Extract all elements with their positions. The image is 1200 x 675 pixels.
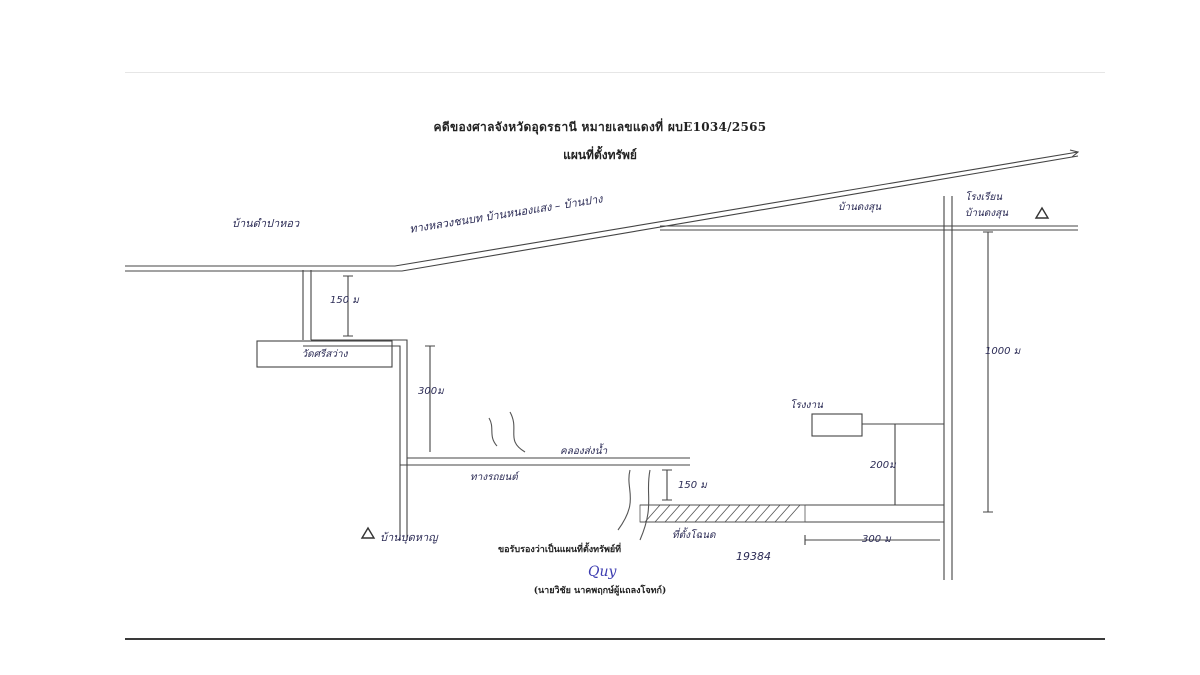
page-subtitle: แผนที่ตั้งทรัพย์ — [563, 148, 637, 162]
road-arrow — [1069, 149, 1080, 158]
certification-text: ขอรับรองว่าเป็นแผนที่ตั้งทรัพย์ที่ — [498, 545, 622, 555]
main-road-line — [125, 151, 1079, 267]
label-dist-150-mid: 150 ม — [678, 480, 707, 491]
label-dist-1000: 1000 ม — [985, 346, 1021, 357]
temple-road-2 — [303, 339, 408, 540]
canal-left — [488, 417, 498, 447]
label-factory: โรงงาน — [790, 400, 823, 411]
mid-road — [400, 457, 690, 466]
dim-200 — [890, 423, 900, 506]
temple-box — [256, 340, 393, 368]
page-title: คดีของศาลจังหวัดอุดรธานี หมายเลขแดงที่ ผ… — [433, 120, 767, 134]
dim-150-mid — [662, 469, 672, 501]
main-road-line-2 — [125, 155, 1079, 272]
label-school-sub: บ้านดงสุน — [965, 208, 1009, 219]
label-dist-200: 200ม — [870, 460, 896, 471]
signature: Quy — [588, 564, 617, 580]
label-property: ที่ตั้งโฉนด — [672, 530, 716, 541]
temple-road — [302, 270, 312, 340]
dim-1000 — [983, 231, 993, 513]
label-dist-300: 300ม — [418, 386, 444, 397]
label-village-right-top: บ้านดงสุน — [838, 202, 882, 213]
label-deed-no: 19384 — [736, 550, 771, 563]
label-road-mid: ทางรถยนต์ — [470, 472, 518, 483]
bottom-rule — [125, 638, 1105, 640]
signer-name: (นายวิชัย นาคพฤกษ์ผู้แถลงโจทก์) — [533, 586, 667, 596]
dim-300 — [425, 345, 435, 452]
temple-label: วัดศรีสว่าง — [301, 348, 348, 360]
canal-left-2 — [509, 411, 526, 453]
factory-box — [811, 413, 863, 437]
dim-150-top — [343, 275, 353, 337]
dim-300-bottom — [804, 535, 940, 545]
property-parcel — [639, 504, 806, 523]
label-school: โรงเรียน — [965, 192, 1003, 203]
label-dist-150-top: 150 ม — [330, 295, 359, 306]
triangle-marker-right — [1034, 206, 1050, 219]
triangle-marker-left — [360, 526, 376, 539]
label-village-bottom: บ้านบุดหาญ — [380, 531, 438, 544]
map-sheet — [125, 72, 1105, 641]
label-canal: คลองส่งน้ำ — [560, 446, 608, 457]
label-dist-300-bottom: 300 ม — [862, 534, 891, 545]
canal-main — [617, 469, 651, 541]
label-village-left: บ้านดำปาหอว — [232, 217, 300, 230]
